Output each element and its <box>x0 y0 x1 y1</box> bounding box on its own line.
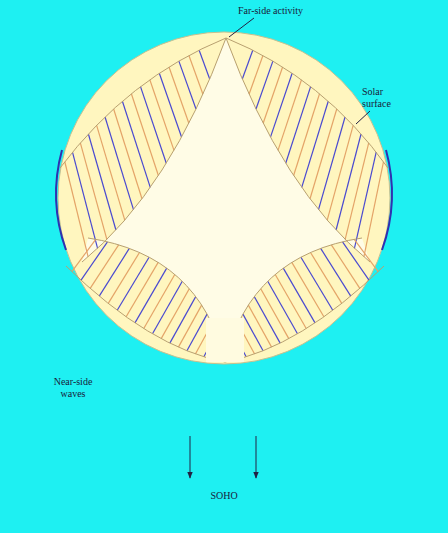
wave-front <box>263 67 282 123</box>
callout-label: Solar surface <box>362 86 410 110</box>
wave-front <box>161 289 189 339</box>
wave-front <box>170 297 196 343</box>
wave-front <box>108 253 139 304</box>
wave-front <box>72 239 96 271</box>
leader-line <box>356 111 370 124</box>
wave-front <box>99 248 129 296</box>
wave-front <box>117 257 149 310</box>
wave-front <box>261 289 289 339</box>
callout-label: SOHO <box>194 490 254 502</box>
wave-front <box>354 239 378 271</box>
wave-front <box>153 281 183 334</box>
ray-path <box>60 38 226 168</box>
wave-front <box>292 262 324 316</box>
direction-arrow <box>190 436 191 478</box>
ray-path <box>225 266 384 362</box>
wave-front <box>321 248 351 296</box>
wave-front <box>97 125 125 220</box>
ray-path <box>226 38 370 262</box>
wave-front <box>242 50 252 79</box>
wave-front <box>364 162 384 257</box>
wave-front <box>278 80 301 151</box>
wave-front <box>150 80 174 151</box>
wave-front <box>81 242 107 280</box>
inner-region <box>82 38 370 362</box>
wave-front <box>88 134 116 230</box>
near-side-band <box>206 318 244 362</box>
wave-front <box>131 94 158 176</box>
surface-edge <box>382 150 392 250</box>
wave-front <box>126 262 158 316</box>
wave-front <box>343 242 369 280</box>
ray-path <box>88 238 225 362</box>
wave-front <box>199 50 210 79</box>
wave-front <box>268 281 298 334</box>
wave-front <box>114 109 142 199</box>
wave-front <box>122 101 150 187</box>
wave-front <box>135 268 167 323</box>
surface-edge <box>56 150 66 250</box>
wave-front <box>187 314 207 351</box>
wave-bundles <box>60 38 388 362</box>
wave-front <box>311 253 342 304</box>
wave-front <box>327 125 353 220</box>
wave-front <box>254 297 280 343</box>
wave-front <box>144 274 175 328</box>
callout-label: Near-side waves <box>42 376 104 400</box>
wave-front <box>331 245 359 289</box>
wave-front <box>159 73 181 137</box>
ray-path <box>82 38 226 262</box>
wave-front <box>248 305 271 347</box>
wave-front <box>270 73 292 137</box>
wave-front <box>178 305 201 347</box>
wave-front <box>345 143 369 239</box>
wave-front <box>72 152 97 248</box>
wave-front <box>354 152 376 248</box>
wave-front <box>336 134 361 230</box>
wave-front <box>286 87 311 164</box>
wave-front <box>90 245 118 289</box>
leader-line <box>229 18 254 37</box>
wave-front <box>301 257 333 310</box>
callout-label: Far-side activity <box>238 5 338 17</box>
wave-front <box>294 94 320 176</box>
wave-front <box>275 274 306 328</box>
wave-front <box>80 143 106 239</box>
ray-path <box>66 266 225 362</box>
wave-front <box>65 162 88 257</box>
wave-front <box>141 87 167 164</box>
wave-front <box>169 67 189 123</box>
wave-front <box>243 314 263 351</box>
direction-arrow <box>256 436 257 478</box>
wave-front <box>249 56 263 95</box>
wave-front <box>302 101 329 187</box>
wave-front <box>189 56 203 95</box>
wave-front <box>283 268 315 323</box>
wave-front <box>319 117 346 210</box>
ray-path <box>225 238 362 362</box>
wave-front <box>105 117 133 210</box>
solar-disk <box>58 32 390 364</box>
wave-front <box>310 109 337 199</box>
